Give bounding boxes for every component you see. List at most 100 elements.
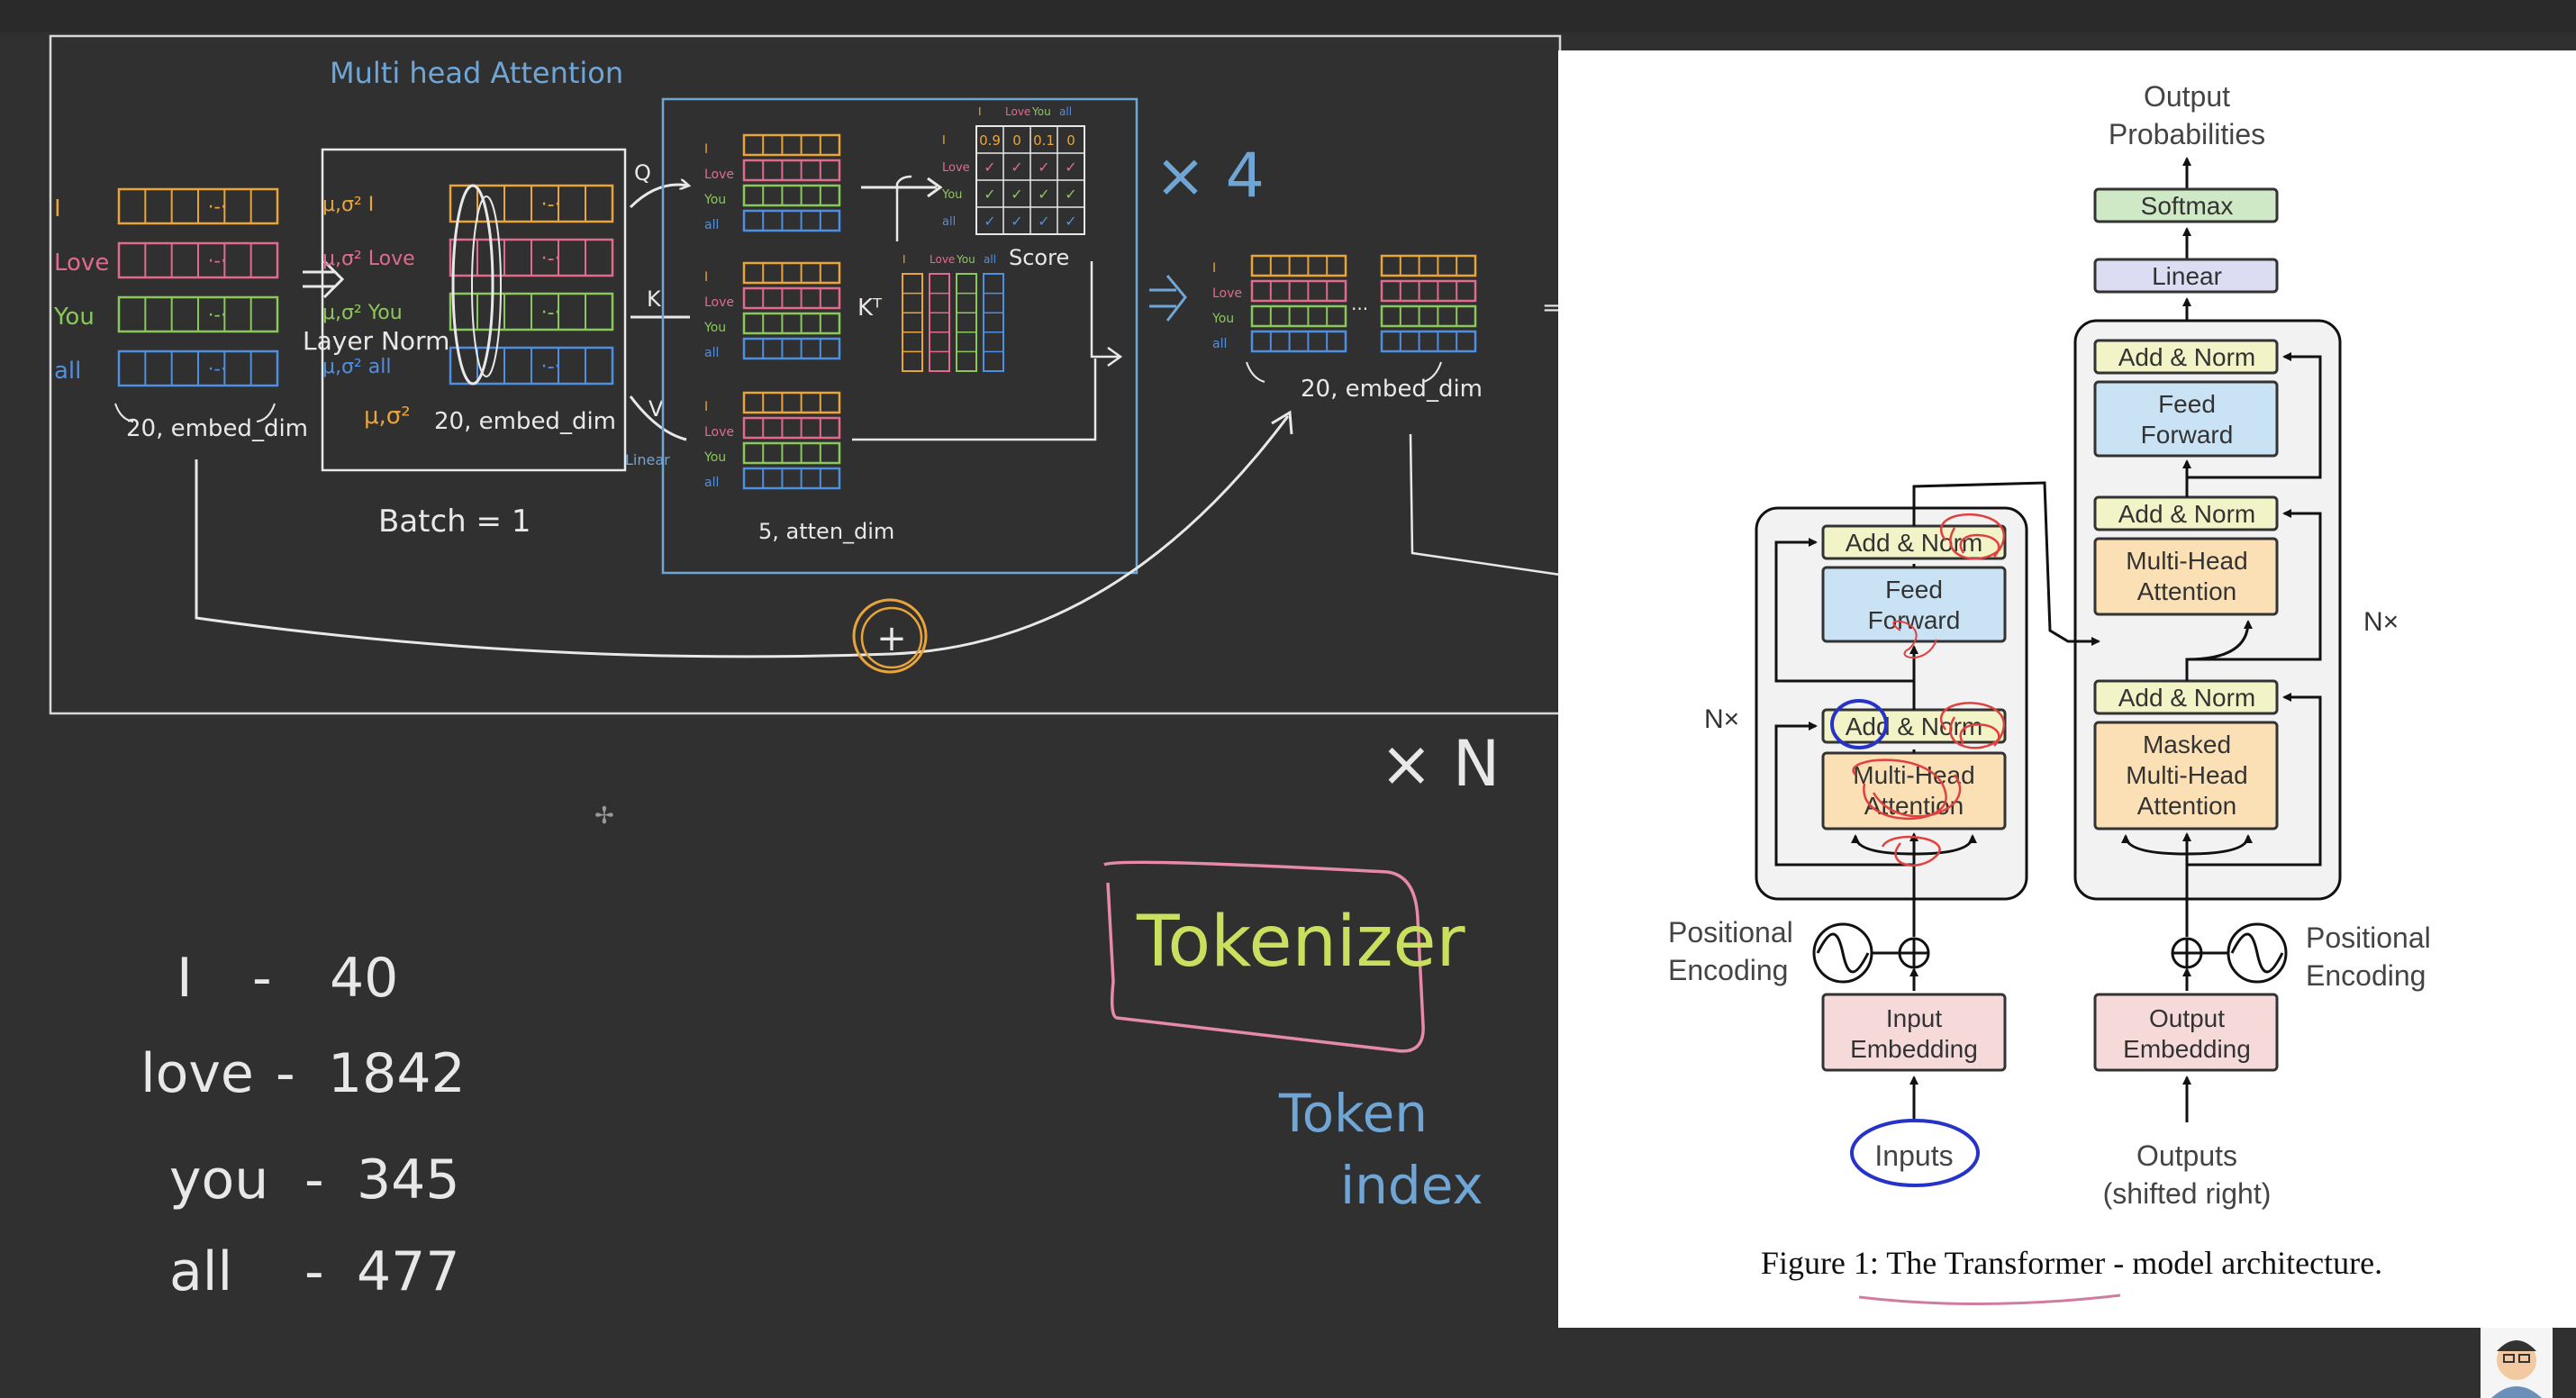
score-check-icon: ✓	[1038, 159, 1049, 176]
kt-col-love	[929, 273, 950, 372]
v-letter: V	[649, 396, 664, 422]
qkv-2-row-all-outline	[742, 467, 841, 490]
vocab-word: love	[141, 1042, 254, 1105]
qkv-2-row-love	[742, 416, 841, 440]
qkv-0-row-love-outline	[742, 159, 841, 182]
vocab-entry: I-40	[177, 947, 398, 1010]
vocab-word: all	[169, 1240, 232, 1303]
vocab-index: 477	[357, 1240, 460, 1303]
top-strip	[0, 0, 2576, 32]
presenter-avatar	[2481, 1328, 2553, 1398]
norm-label-all: μ,σ² all	[322, 356, 391, 378]
arrow-masked-left	[2121, 834, 2188, 856]
qkv-1-row-you	[742, 312, 841, 335]
norm-row-you: ·-·	[449, 292, 614, 331]
scribble-ff	[1892, 620, 1937, 658]
linear-box	[2093, 258, 2279, 294]
norm-shape-label: 20, embed_dim	[434, 408, 616, 435]
kt-col-outline	[983, 273, 1004, 372]
dec-add-norm-top-label: Add & Norm	[2118, 343, 2256, 371]
cut-equals: =	[1542, 295, 1562, 322]
score-row-header-i: I	[942, 134, 946, 148]
avatar-glasses-left	[2503, 1354, 2515, 1363]
dec-masked-mha	[2093, 721, 2279, 831]
out-row-a-you-outline	[1250, 304, 1347, 328]
score-value: 0	[1066, 132, 1075, 149]
softmax-label: Softmax	[2141, 192, 2234, 220]
qkv-1-row-i-outline	[742, 261, 841, 285]
vocab-entry: love-1842	[141, 1042, 466, 1105]
score-row-header-all: all	[942, 215, 956, 229]
linear-note: Linear	[625, 451, 670, 468]
qkv-0-row-you-outline	[742, 184, 841, 207]
score-value: 0.9	[979, 132, 1001, 149]
qkv-0-label-love: Love	[704, 168, 734, 182]
inputs-circle-annotation	[1850, 1119, 1980, 1187]
qkv-1-label-you: You	[703, 321, 726, 335]
score-down-line	[1090, 261, 1123, 368]
out-row-a-love-outline	[1250, 279, 1347, 303]
qkv-0-label-all: all	[704, 218, 719, 232]
out-row-b-i	[1380, 254, 1477, 277]
qkv-2-label-you: You	[703, 450, 726, 465]
figure-caption: Figure 1: The Transformer - model archit…	[1761, 1245, 2382, 1281]
norm-label-love: μ,σ² Love	[322, 248, 415, 270]
score-col-header-all: all	[1059, 105, 1072, 118]
qkv-2-label-i: I	[704, 400, 708, 414]
score-check-icon: ✓	[1038, 186, 1049, 203]
ellipsis-label: ...	[1351, 293, 1368, 314]
kt-col-you	[956, 273, 977, 372]
input-brace	[114, 403, 276, 422]
out-row-b-love	[1380, 279, 1477, 303]
avatar-hair	[2497, 1340, 2536, 1351]
layer-norm-box	[321, 148, 627, 472]
q-arrow	[629, 185, 688, 209]
qkv-1-label-all: all	[704, 346, 719, 360]
v-arrow	[629, 395, 687, 441]
out-row-a-all-outline	[1250, 330, 1347, 353]
input-label-love: Love	[54, 250, 109, 277]
input-row-all-dots: ·-·	[208, 359, 227, 380]
dec-masked-line3: Attention	[2137, 792, 2237, 820]
qkv-0-label-i: I	[704, 142, 708, 157]
column-ellipse-2	[471, 195, 502, 377]
input-row-all: ·-·	[117, 350, 279, 387]
vocab-index: 1842	[328, 1042, 466, 1105]
transformer-figure: Output Probabilities Softmax Linear Add …	[1558, 50, 2576, 1328]
qkv-1-row-you-outline	[742, 312, 841, 335]
vocab-word: you	[169, 1148, 268, 1212]
normalized-token-rows: μ,σ² I ·-· μ,σ² Love ·-· μ,σ² You ·-· μ,σ² all…	[322, 184, 614, 430]
batch-label: Batch = 1	[378, 504, 531, 540]
out-row-b-love-outline	[1380, 279, 1477, 303]
scribble-addnorm-top	[1939, 513, 2006, 560]
norm-row-you-dots: ·-·	[541, 302, 561, 324]
norm-label-you: μ,σ² You	[322, 302, 403, 324]
qkv-0-label-you: You	[703, 193, 726, 207]
column-ellipse-1	[451, 184, 494, 386]
qkv-1-row-all-outline	[742, 337, 841, 360]
kt-header-i: I	[903, 253, 906, 266]
dec-multi-head	[2093, 537, 2279, 616]
input-row-love-dots: ·-·	[208, 250, 227, 272]
enc-plus-icon	[1900, 939, 1928, 967]
enc-pe-line1: Positional	[1668, 916, 1793, 949]
input-label-you: You	[53, 304, 95, 331]
scribble-mha-input	[1881, 835, 1941, 867]
qkv-2-label-love: Love	[704, 425, 734, 440]
out-label-i: I	[1212, 261, 1216, 276]
dec-ff-line2: Forward	[2141, 421, 2234, 449]
qkv-1-label-i: I	[704, 270, 708, 285]
dec-pe-line1: Positional	[2306, 921, 2431, 954]
dec-mha-line1: Multi-Head	[2126, 547, 2247, 575]
kt-col-outline	[929, 273, 950, 372]
qkv-2-row-love-outline	[742, 416, 841, 440]
arrow-masked-right	[2186, 834, 2253, 856]
input-shape-label: 20, embed_dim	[126, 415, 308, 442]
norm-row-love: ·-·	[449, 238, 614, 277]
qkv-2-row-i-outline	[742, 391, 841, 414]
norm-row-love-dots: ·-·	[541, 248, 561, 270]
norm-row-all-dots: ·-·	[541, 356, 561, 378]
dec-add-norm-mid-label: Add & Norm	[2118, 500, 2256, 528]
norm-label-i: μ,σ² I	[322, 194, 374, 216]
